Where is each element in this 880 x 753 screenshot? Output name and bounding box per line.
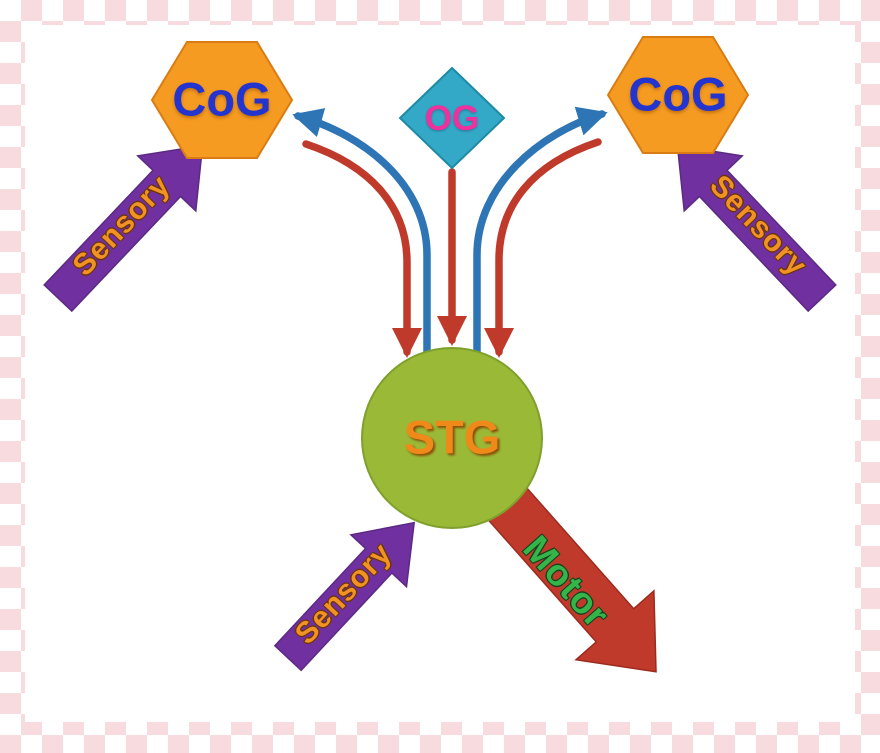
og-diamond [398, 66, 506, 170]
connector-cog-right-to-stg [484, 138, 602, 358]
og-label: OG [424, 99, 480, 138]
connector-stg-to-cog-left [292, 108, 431, 356]
motor-arrow [477, 474, 657, 673]
sensory-left-arrow [43, 144, 204, 313]
cog-left-hexagon [150, 41, 294, 159]
sensory-bottom-arrow [273, 521, 416, 672]
cog-right-label: CoG [628, 67, 728, 121]
cog-left-label: CoG [172, 72, 272, 126]
cog-right-hexagon [606, 36, 750, 154]
connector-cog-left-to-stg [302, 140, 422, 358]
connector-stg-to-cog-right [473, 106, 608, 356]
stg-label: STG [403, 410, 501, 464]
stg-circle [361, 347, 543, 529]
